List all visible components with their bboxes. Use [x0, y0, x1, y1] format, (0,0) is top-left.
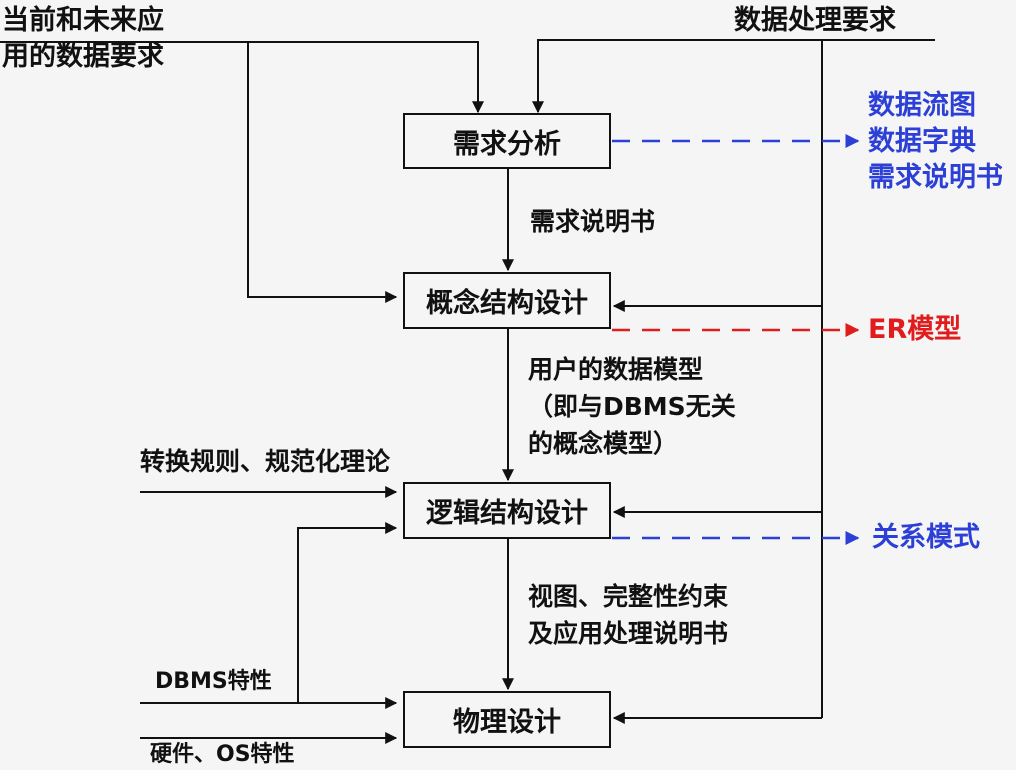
input-current-future-line2: 用的数据要求	[2, 41, 164, 72]
flow-req-spec-label: 需求说明书	[530, 207, 656, 236]
input-transform-rules-label: 转换规则、规范化理论	[140, 447, 391, 476]
input-requirements-to-conceptual-line	[247, 42, 398, 303]
stage-conceptual-label: 概念结构设计	[426, 288, 588, 319]
stage-logical-design: 逻辑结构设计	[403, 482, 611, 539]
input-requirements-line	[0, 41, 484, 114]
output-requirements-spec: 需求说明书	[868, 162, 1003, 193]
output-relational-schema: 关系模式	[872, 522, 980, 553]
stage-conceptual-design: 概念结构设计	[403, 272, 611, 329]
stage-requirements-label: 需求分析	[453, 128, 561, 160]
processing-input-line	[532, 39, 935, 114]
input-dbms-features-label: DBMS特性	[155, 669, 272, 694]
flow-views-line1: 视图、完整性约束	[528, 582, 729, 611]
output-data-dictionary: 数据字典	[868, 126, 976, 157]
output-er-model: ER模型	[868, 314, 962, 345]
output-dataflow-diagram: 数据流图	[868, 90, 976, 121]
flow-user-model-line3: 的概念模型）	[528, 429, 679, 458]
input-processing-label: 数据处理要求	[734, 5, 896, 36]
stage-physical-design: 物理设计	[403, 691, 611, 748]
input-hardware-os-label: 硬件、OS特性	[150, 742, 295, 767]
flow-user-model-line2: （即与DBMS无关	[528, 392, 736, 421]
input-current-future-line1: 当前和未来应	[2, 5, 164, 36]
stage-requirements-analysis: 需求分析	[403, 113, 611, 169]
flow-user-model-line1: 用户的数据模型	[528, 355, 704, 384]
stage-logical-label: 逻辑结构设计	[426, 498, 588, 529]
stage-physical-label: 物理设计	[453, 707, 561, 738]
flow-views-line2: 及应用处理说明书	[528, 619, 729, 648]
